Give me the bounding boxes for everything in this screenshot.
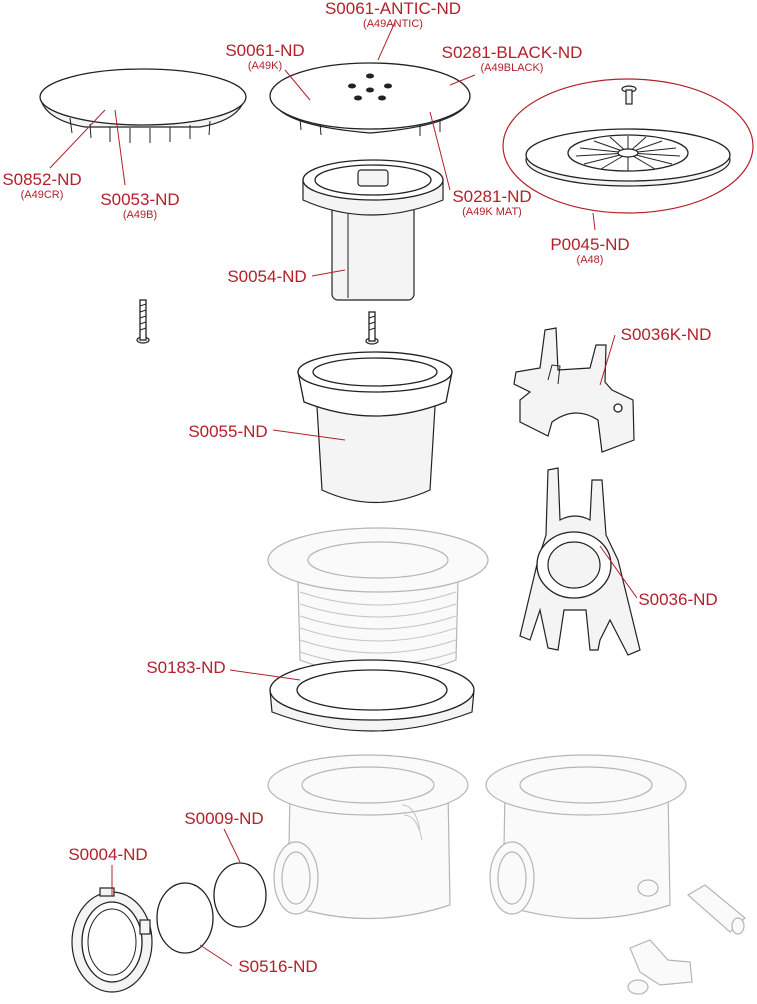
s0516-gasket — [156, 882, 214, 954]
leader-lines — [49, 21, 638, 967]
svg-text:S0281-ND: S0281-ND — [452, 187, 531, 206]
svg-text:(A49BLACK): (A49BLACK) — [481, 62, 544, 74]
cover-plate-perforated — [269, 62, 471, 136]
label-p0045: P0045-ND (A48) — [550, 235, 629, 266]
hose-connector-elbow — [627, 939, 693, 995]
svg-text:S0852-ND: S0852-ND — [2, 170, 81, 189]
label-s0055: S0055-ND — [188, 422, 267, 441]
s0036k-key-tool — [513, 327, 635, 453]
s0009-gasket — [213, 862, 267, 928]
short-screw — [365, 311, 379, 345]
p0045-grate-assembly — [502, 78, 754, 214]
svg-text:S0053-ND: S0053-ND — [100, 190, 179, 209]
label-s0036: S0036-ND — [638, 590, 717, 609]
hose-connector-straight — [686, 884, 746, 935]
s0036-key-tool — [519, 467, 641, 656]
drain-body-left — [267, 754, 469, 920]
label-s0183: S0183-ND — [146, 658, 225, 677]
label-s0054: S0054-ND — [227, 267, 306, 286]
s0055-cup — [297, 351, 453, 503]
drain-body-right — [485, 754, 687, 920]
svg-text:(A49B): (A49B) — [123, 209, 157, 221]
label-s0009: S0009-ND — [184, 809, 263, 828]
label-s0281-black: S0281-BLACK-ND (A49BLACK) — [442, 43, 583, 74]
label-s0516: S0516-ND — [238, 957, 317, 976]
label-s0036k: S0036K-ND — [621, 325, 712, 344]
label-s0061: S0061-ND (A49K) — [225, 41, 304, 72]
svg-text:S0061-ANTIC-ND: S0061-ANTIC-ND — [325, 0, 461, 18]
label-s0281: S0281-ND (A49K MAT) — [452, 187, 531, 218]
svg-text:S0281-BLACK-ND: S0281-BLACK-ND — [442, 43, 583, 62]
threaded-flange — [267, 527, 489, 676]
s0004-nut — [71, 887, 153, 993]
cover-plate-plain — [39, 68, 247, 143]
svg-text:(A49K): (A49K) — [248, 60, 282, 72]
svg-text:P0045-ND: P0045-ND — [550, 235, 629, 254]
svg-text:(A49K MAT): (A49K MAT) — [462, 206, 522, 218]
label-s0004: S0004-ND — [68, 845, 147, 864]
svg-text:(A49CR): (A49CR) — [21, 189, 64, 201]
svg-text:(A49ANTIC): (A49ANTIC) — [363, 18, 423, 30]
label-s0061-antic: S0061-ANTIC-ND (A49ANTIC) — [325, 0, 461, 30]
grate-screw — [621, 85, 637, 105]
s0054-inner-body — [302, 159, 444, 301]
svg-text:(A48): (A48) — [577, 254, 604, 266]
label-s0053: S0053-ND (A49B) — [100, 190, 179, 221]
svg-text:S0061-ND: S0061-ND — [225, 41, 304, 60]
long-screw — [136, 299, 150, 344]
label-s0852: S0852-ND (A49CR) — [2, 170, 81, 201]
s0183-ring — [269, 659, 475, 732]
